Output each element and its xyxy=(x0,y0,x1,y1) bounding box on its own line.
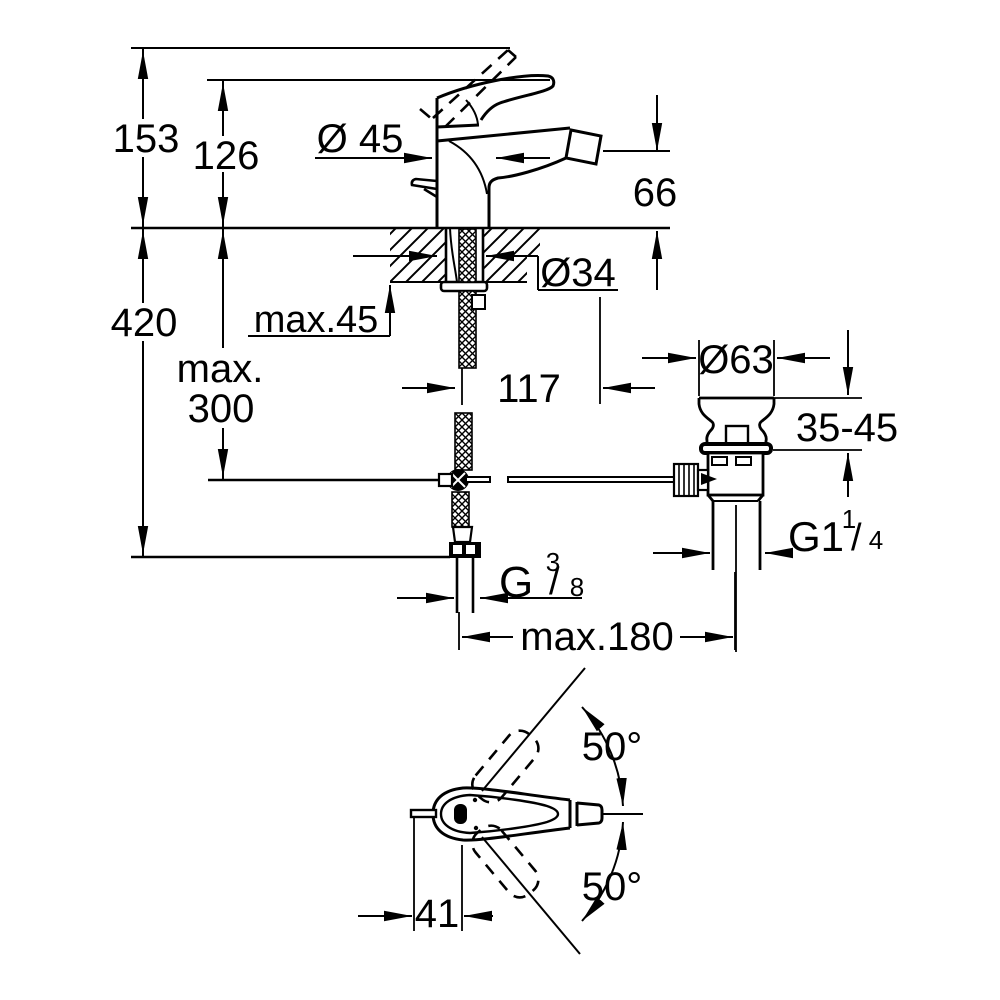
dim-supply-thread: G 3 / 8 xyxy=(397,547,584,607)
dim-hole-diameter: Ø34 xyxy=(353,250,618,295)
dim-35-45-label: 35-45 xyxy=(796,406,898,450)
top-view-slot xyxy=(454,804,467,824)
spout-top-edge xyxy=(436,126,571,143)
rod-guide xyxy=(471,294,486,310)
spout-swivel-ghosts xyxy=(471,729,540,899)
dim-max-300: max. 300 xyxy=(172,228,268,480)
dim-66: 66 xyxy=(633,95,678,290)
waste-plug xyxy=(697,396,776,446)
dim-waste-thread: G1 1 / 4 xyxy=(653,504,883,560)
pull-rod xyxy=(465,476,675,483)
dim-waste-cap-diameter: Ø63 xyxy=(642,338,830,396)
hose-taper-fitting xyxy=(451,525,474,544)
body-inner-curve xyxy=(448,140,488,195)
dim-117: 117 xyxy=(402,297,655,411)
dim-g114-numerator: 1 xyxy=(842,504,856,534)
dim-o34-label: Ø34 xyxy=(540,251,616,295)
waste-knurl-nut xyxy=(672,462,717,498)
dim-g114-slash: / xyxy=(851,517,862,559)
dim-420: 420 xyxy=(107,228,181,557)
dim-o63-label: Ø63 xyxy=(698,338,774,382)
dim-126: 126 xyxy=(190,80,259,228)
dim-g114-denominator: 4 xyxy=(869,525,883,555)
waste-valve xyxy=(672,396,776,652)
shank-washer xyxy=(439,280,489,293)
top-view-body xyxy=(409,786,643,842)
dim-max-45: max.45 xyxy=(248,285,396,341)
faucet-body xyxy=(410,49,603,227)
dim-swivel-angles: 50° 50° xyxy=(481,667,643,955)
dim-153-label: 153 xyxy=(113,117,180,161)
dim-max300-label-line1: max. xyxy=(177,347,264,391)
dim-41-label: 41 xyxy=(415,892,460,936)
top-view-spout xyxy=(576,801,604,827)
hose-braid-middle xyxy=(454,412,473,471)
side-view: 153 126 420 max. xyxy=(107,47,898,659)
dim-35-45: 35-45 xyxy=(773,330,898,497)
dim-153: 153 xyxy=(111,48,179,228)
hose-union-nut xyxy=(449,542,481,558)
dim-base-diameter: Ø 45 xyxy=(315,117,550,164)
top-view-rod-stub xyxy=(409,808,438,819)
dim-max-180: max.180 xyxy=(458,572,736,659)
waste-body xyxy=(706,451,765,502)
dim-50deg-upper-label: 50° xyxy=(582,725,643,769)
dim-o45-label: Ø 45 xyxy=(317,117,404,161)
dim-126-label: 126 xyxy=(193,134,260,178)
supply-tube xyxy=(455,558,475,613)
hose-braid-lower xyxy=(451,491,470,528)
dimensions-side: 153 126 420 max. xyxy=(107,48,898,659)
reference-lines xyxy=(131,47,670,559)
top-view: 50° 50° 41 xyxy=(358,667,643,955)
dim-max45-label: max.45 xyxy=(254,299,379,341)
dim-g38-denominator: 8 xyxy=(570,572,584,602)
hose-braid-in-shank xyxy=(458,228,477,283)
handle-raised-ghost xyxy=(419,49,517,128)
deck-hatch-right-top xyxy=(483,229,540,255)
dim-50deg-lower-label: 50° xyxy=(582,865,643,909)
spout-underside xyxy=(487,156,567,189)
waste-tailpipe xyxy=(711,501,762,652)
dim-max300-label-line2: 300 xyxy=(188,387,255,431)
top-view-handle-outline xyxy=(439,793,560,835)
aerator xyxy=(564,128,603,166)
rod-end-sleeve xyxy=(437,472,454,488)
dim-420-label: 420 xyxy=(111,301,178,345)
dim-117-label: 117 xyxy=(497,367,561,411)
dim-g38-slash: / xyxy=(549,561,560,603)
supply-hose-assembly xyxy=(437,227,489,613)
deck-hatch-right-bottom xyxy=(483,255,527,281)
dim-max180-label: max.180 xyxy=(520,615,673,659)
hose-braid-upper xyxy=(458,290,477,369)
dim-g38-numerator: 3 xyxy=(546,547,560,577)
dim-66-label: 66 xyxy=(633,171,678,215)
dim-41: 41 xyxy=(358,818,493,936)
dim-g114-base: G1 xyxy=(788,513,844,560)
handle-lever xyxy=(436,74,556,129)
spout xyxy=(436,126,603,195)
rod-linkage-clip xyxy=(701,473,717,485)
popup-rod-knob xyxy=(410,177,438,199)
dim-g38-base: G xyxy=(499,558,533,607)
